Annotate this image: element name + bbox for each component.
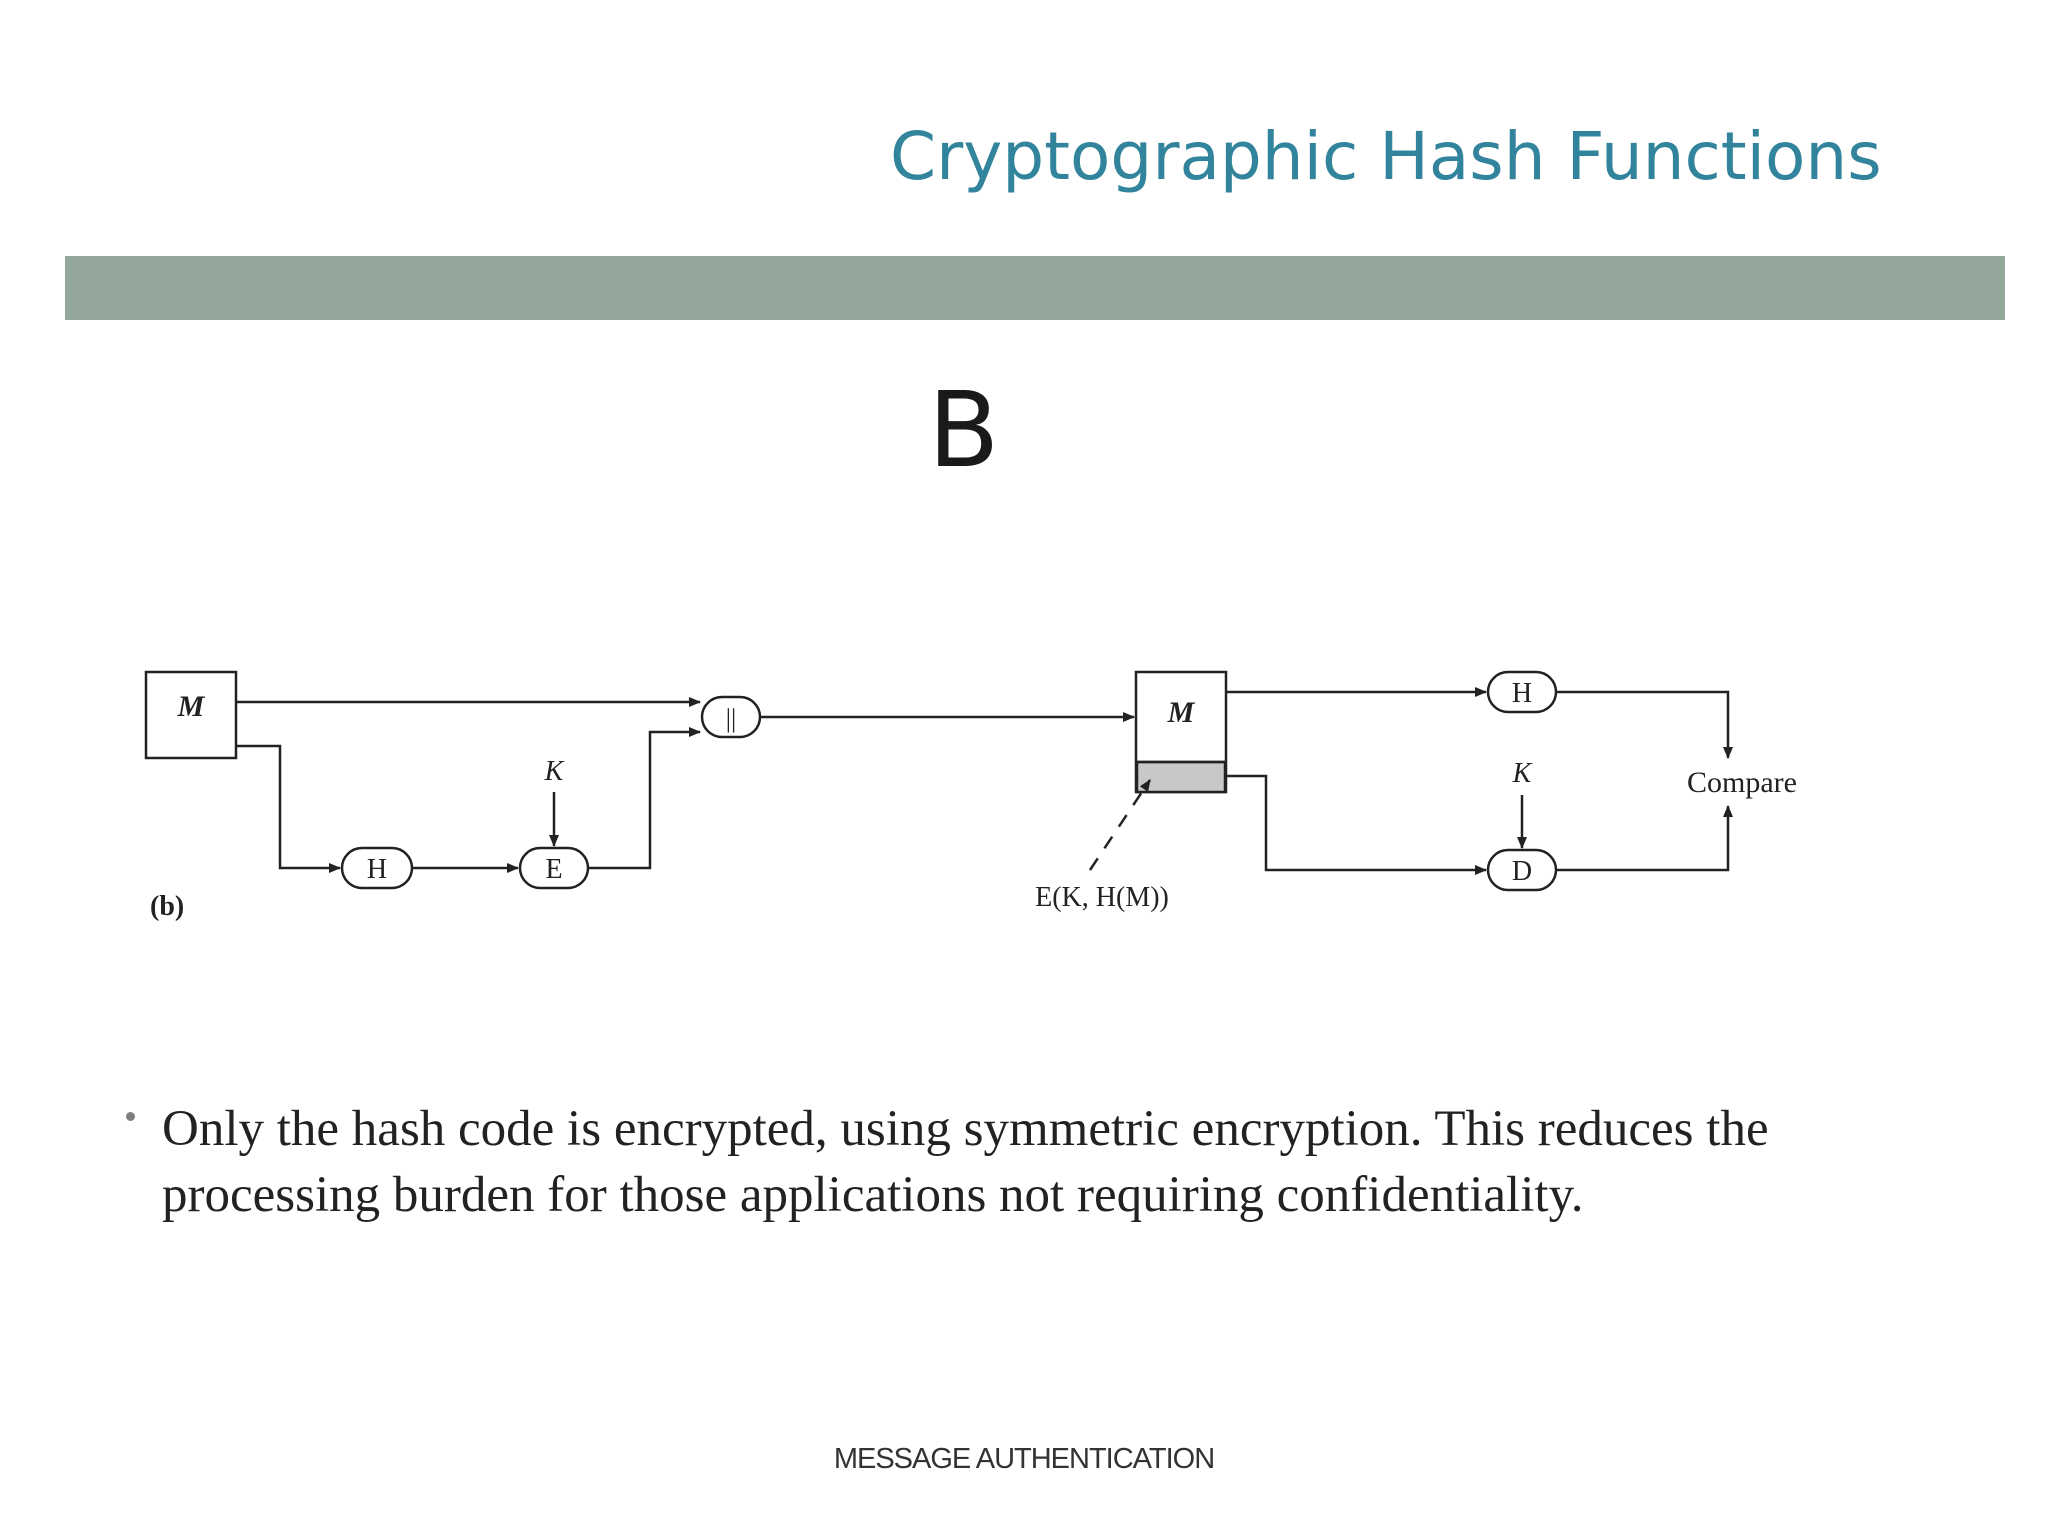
bullet-dot: [126, 1112, 135, 1121]
figure-label: (b): [150, 891, 184, 922]
concat-label: ||: [726, 704, 736, 733]
encrypted-hash-label: E(K, H(M)): [1035, 882, 1169, 913]
sender-key-label: K: [544, 756, 565, 787]
receiver-decrypt-label: D: [1512, 856, 1532, 887]
mac-hash-diagram: M H E K || (b) M E(K, H(M)) H D K Compar…: [144, 670, 1797, 922]
receiver-hash-label: H: [1512, 678, 1532, 709]
sender-encrypt-label: E: [545, 854, 562, 885]
encrypted-hash-tag: [1135, 760, 1227, 794]
receiver-message-label: M: [1167, 696, 1196, 729]
hash-to-compare-arrow: [1556, 690, 1733, 759]
decrypt-to-compare-arrow: [1556, 805, 1733, 872]
section-letter: B: [928, 369, 1000, 491]
sender-message-label: M: [177, 690, 206, 723]
receiver-key-label: K: [1512, 758, 1533, 789]
bullet-text: Only the hash code is encrypted, using s…: [162, 1101, 1769, 1223]
tag-to-decrypt-arrow: [1226, 774, 1487, 875]
sender-message-box: [144, 670, 238, 760]
slide-title: Cryptographic Hash Functions: [890, 118, 1882, 195]
message-to-hash-arrow: [236, 744, 341, 873]
bullet-item: Only the hash code is encrypted, using s…: [120, 1096, 1920, 1228]
sender-hash-label: H: [367, 854, 387, 885]
title-divider-band: [65, 256, 2005, 320]
encrypt-to-concat-arrow: [588, 727, 701, 870]
encrypted-hash-leader: [1088, 779, 1152, 871]
compare-label: Compare: [1687, 766, 1797, 799]
slide-footer: MESSAGE AUTHENTICATION: [833, 1443, 1215, 1475]
